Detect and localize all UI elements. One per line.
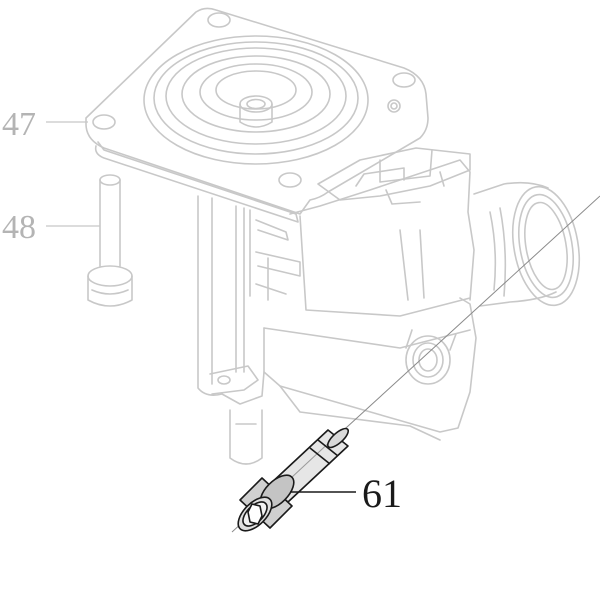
leader-lines-ghost bbox=[46, 121, 100, 227]
cover-plate-part-47 bbox=[85, 7, 429, 223]
pump-body bbox=[197, 147, 580, 465]
callout-47: 47 bbox=[2, 106, 36, 143]
pump-housing-ghost bbox=[85, 7, 580, 465]
callout-48: 48 bbox=[2, 209, 36, 246]
callout-61: 61 bbox=[362, 471, 402, 516]
screw-part-61 bbox=[237, 427, 350, 532]
hex-socket-icon bbox=[247, 503, 263, 525]
screw-part-48 bbox=[87, 174, 133, 307]
